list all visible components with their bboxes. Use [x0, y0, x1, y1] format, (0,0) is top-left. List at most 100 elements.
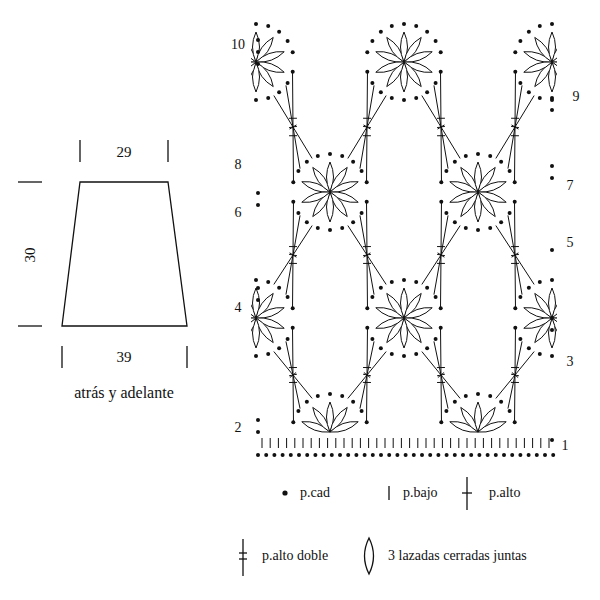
single-crochet [508, 438, 509, 448]
chain-stitch [286, 337, 290, 341]
chain-stitch [488, 226, 492, 230]
stitch-crossbar [437, 246, 445, 247]
chain-stitch [390, 352, 394, 356]
chain-stitch [513, 50, 517, 54]
stitch-line [292, 202, 294, 307]
chain-stitch [439, 70, 443, 74]
chain-stitch [291, 420, 295, 424]
stitch-crossbar [363, 246, 371, 247]
stitch-crossbar [363, 135, 371, 136]
single-crochet [491, 438, 492, 448]
chain-stitch [550, 328, 554, 332]
chain-stitch [464, 154, 468, 158]
stitch-crossbar [437, 367, 445, 368]
chain-stitch [402, 22, 406, 26]
chain-stitch [453, 453, 457, 457]
chain-stitch [425, 346, 429, 350]
chain-stitch [277, 30, 281, 34]
chain-stitch [379, 286, 383, 290]
dimension-tick [167, 140, 168, 162]
chain-stitch [527, 346, 531, 350]
chain-stitch [291, 326, 295, 330]
chain-stitch [254, 354, 258, 358]
single-crochet [319, 438, 320, 448]
chain-stitch [434, 81, 438, 85]
chain-stitch [425, 286, 429, 290]
chain-stitch [330, 453, 334, 457]
stitch-line [366, 328, 368, 421]
chain-stitch [313, 453, 317, 457]
chain-stitch [439, 50, 443, 54]
chain-stitch [256, 62, 260, 66]
chain-stitch [291, 180, 295, 184]
chain-stitch [518, 39, 522, 43]
single-crochet [426, 438, 427, 448]
chain-stitch [402, 98, 406, 102]
dimension-tick [18, 325, 42, 326]
chain-stitch [316, 394, 320, 398]
chain-stitch [499, 400, 503, 404]
chain-stitch [518, 81, 522, 85]
cluster-leaf [251, 62, 256, 73]
cluster-leaf [450, 192, 478, 203]
chain-stitch [291, 306, 295, 310]
chain-stitch [256, 298, 260, 302]
single-crochet [467, 438, 468, 448]
single-crochet [532, 438, 533, 448]
stitch-line [440, 202, 442, 307]
chain-stitch [266, 280, 270, 284]
cluster-leaf [478, 422, 506, 433]
cluster-leaf [376, 62, 404, 73]
chain-stitch [277, 90, 281, 94]
single-crochet [270, 438, 271, 448]
chain-stitch [434, 39, 438, 43]
chain-stitch [420, 453, 424, 457]
chain-stitch [387, 453, 391, 457]
cluster-leaf [376, 318, 404, 329]
chain-stitch [351, 160, 355, 164]
chain-stitch [328, 228, 332, 232]
single-crochet [401, 438, 402, 448]
chain-stitch [402, 354, 406, 358]
chain-stitch [289, 453, 293, 457]
chain-stitch [550, 354, 554, 358]
chain-stitch [414, 352, 418, 356]
chain-stitch [518, 337, 522, 341]
cluster-leaf [330, 422, 358, 433]
chain-stitch [453, 220, 457, 224]
chain-stitch [444, 409, 448, 413]
chain-stitch [379, 453, 383, 457]
single-crochet [483, 438, 484, 448]
chain-stitch [370, 81, 374, 85]
stitch-crossbar [289, 382, 297, 383]
treble-crochet-symbol [242, 539, 243, 576]
legend-text: 3 lazadas cerradas juntas [388, 548, 527, 563]
chain-stitch [390, 96, 394, 100]
chain-stitch [256, 286, 260, 290]
chain-stitch [444, 211, 448, 215]
chain-stitch [351, 220, 355, 224]
chain-stitch [277, 346, 281, 350]
chain-stitch [296, 211, 300, 215]
chain-stitch [502, 453, 506, 457]
chain-stitch [354, 453, 358, 457]
chain-stitch [266, 24, 270, 28]
chain-stitch [434, 295, 438, 299]
chain-stitch [322, 453, 326, 457]
stitch-crossbar [363, 382, 371, 383]
chain-stitch [550, 438, 554, 442]
chain-stitch [360, 211, 364, 215]
single-crochet [516, 438, 517, 448]
single-crochet [278, 438, 279, 448]
chain-stitch [513, 420, 517, 424]
chain-stitch [395, 453, 399, 457]
chain-stitch [360, 409, 364, 413]
single-crochet [417, 438, 418, 448]
chain-stitch [518, 295, 522, 299]
chain-stitch [439, 200, 443, 204]
chain-stitch [486, 453, 490, 457]
single-crochet [540, 438, 541, 448]
stitch-line [292, 328, 294, 421]
chain-stitch [316, 154, 320, 158]
